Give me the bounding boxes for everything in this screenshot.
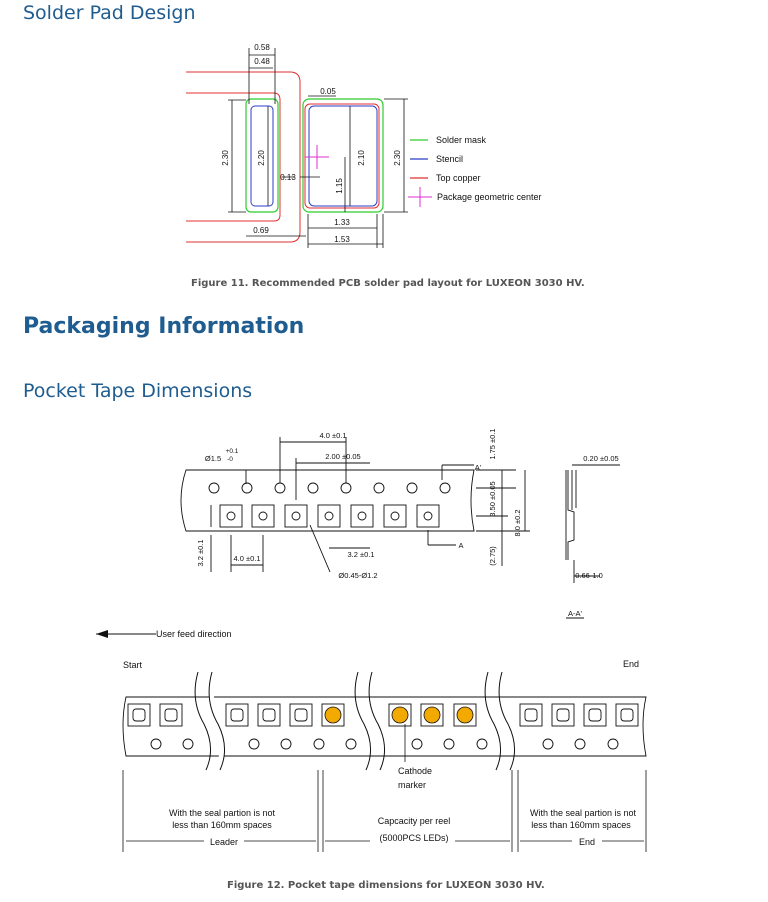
pad-legend: Solder mask Stencil Top copper Package g… — [408, 135, 542, 207]
package-center-marker — [305, 145, 329, 169]
end-note-line2: less than 160mm spaces — [531, 820, 631, 830]
pocket-tape-heading: Pocket Tape Dimensions — [23, 380, 253, 402]
dim-005: 0.05 — [320, 87, 336, 96]
solder-mask-outline — [245, 98, 384, 213]
dim-115: 1.15 — [335, 178, 344, 194]
dim-half-pitch: 2.00 ±0.05 — [325, 452, 360, 461]
dim-048: 0.48 — [254, 57, 270, 66]
dim-133: 1.33 — [334, 218, 350, 227]
cathode-label-line1: Cathode — [398, 766, 432, 776]
legend-stencil: Stencil — [436, 154, 463, 164]
tape-top-view — [180, 437, 620, 619]
extent-lines — [122, 770, 647, 852]
leader-note-line2: less than 160mm spaces — [172, 820, 272, 830]
solder-pad-heading: Solder Pad Design — [23, 2, 196, 24]
legend-solder-mask: Solder mask — [436, 135, 487, 145]
leader-note-line1: With the seal partion is not — [169, 808, 276, 818]
dim-80: 8.0 ±0.2 — [513, 509, 522, 536]
dim-069: 0.69 — [253, 226, 269, 235]
end-bottom-label: End — [579, 837, 595, 847]
label-a: A — [458, 541, 463, 550]
packaging-heading: Packaging Information — [23, 314, 305, 339]
dim-thickness: 0.20 ±0.05 — [583, 454, 618, 463]
dim-275: (2.75) — [488, 546, 497, 566]
cathode-label-line2: marker — [398, 780, 426, 790]
dim-220: 2.20 — [257, 150, 266, 166]
figure-12-caption: Figure 12. Pocket tape dimensions for LU… — [227, 880, 545, 891]
dim-350: 3.50 ±0.05 — [488, 481, 497, 516]
feed-direction-label: User feed direction — [156, 629, 232, 639]
top-copper-outline — [186, 71, 380, 243]
dim-hole-dia: Ø1.5 — [205, 454, 221, 463]
legend-package-center: Package geometric center — [437, 192, 542, 202]
dim-210: 2.10 — [357, 150, 366, 166]
solder-pad-figure: 0.58 0.48 0.05 2.30 2.20 0.13 2.10 1.15 … — [186, 43, 542, 248]
start-label: Start — [123, 660, 143, 670]
capacity-line1: Capcacity per reel — [378, 816, 451, 826]
section-label: A-A' — [568, 609, 583, 618]
dim-hole-tol-plus: +0.1 — [226, 448, 239, 455]
dim-175: 1.75 ±0.1 — [488, 428, 497, 459]
dim-pitch-pockets: 4.0 ±0.1 — [233, 554, 260, 563]
dim-230-right: 2.30 — [393, 150, 402, 166]
dim-edge: 3.2 ±0.1 — [196, 539, 205, 566]
figure-11-caption: Figure 11. Recommended PCB solder pad la… — [191, 278, 585, 289]
legend-top-copper: Top copper — [436, 173, 481, 183]
feed-direction-arrow: User feed direction — [96, 629, 232, 639]
dim-hole-tol-minus: -0 — [227, 456, 233, 463]
label-a-prime: A' — [475, 463, 482, 472]
dimension-lines — [228, 48, 408, 248]
dim-230-left: 2.30 — [221, 150, 230, 166]
tape-break-marks — [194, 671, 515, 771]
dim-153: 1.53 — [334, 235, 350, 244]
dim-013: 0.13 — [280, 173, 296, 182]
tape-long-view — [122, 696, 647, 757]
stencil-outline — [250, 105, 378, 207]
dim-pocket-gap: 3.2 ±0.1 — [347, 550, 374, 559]
dim-058: 0.58 — [254, 43, 270, 52]
end-label: End — [623, 659, 639, 669]
dim-pitch-holes: 4.0 ±0.1 — [319, 431, 346, 440]
dim-depth: 0.66-1.0 — [575, 571, 603, 580]
led-components — [324, 706, 474, 724]
leader-label: Leader — [210, 837, 238, 847]
dim-pocket-hole: Ø0.45-Ø1.2 — [338, 571, 377, 580]
end-note-line1: With the seal partion is not — [530, 808, 637, 818]
capacity-line2: (5000PCS LEDs) — [379, 833, 448, 843]
